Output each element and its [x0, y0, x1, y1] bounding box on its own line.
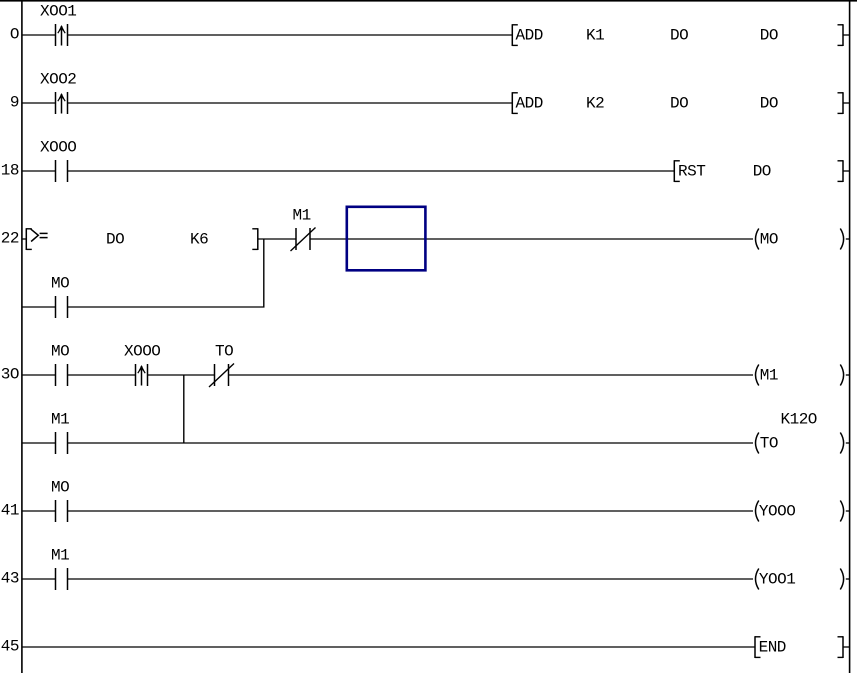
- svg-text:XOOO: XOOO: [124, 343, 160, 361]
- svg-text:MO: MO: [51, 479, 69, 497]
- svg-text:3O: 3O: [1, 366, 19, 384]
- svg-text:M1: M1: [51, 411, 69, 429]
- svg-text:M1: M1: [293, 207, 311, 225]
- svg-text:K6: K6: [190, 231, 208, 249]
- svg-text:K12O: K12O: [781, 411, 817, 429]
- svg-text:DO: DO: [753, 163, 771, 181]
- svg-text:ADD: ADD: [516, 27, 543, 45]
- svg-text:TO: TO: [760, 435, 778, 453]
- svg-text:18: 18: [1, 162, 19, 180]
- svg-text:MO: MO: [760, 231, 778, 249]
- svg-text:END: END: [759, 639, 786, 657]
- svg-text:ADD: ADD: [516, 95, 543, 113]
- svg-text:K2: K2: [586, 95, 604, 113]
- svg-text:XOOO: XOOO: [40, 139, 76, 157]
- svg-text:XOO1: XOO1: [40, 3, 76, 21]
- svg-text:DO: DO: [760, 27, 778, 45]
- svg-text:DO: DO: [760, 95, 778, 113]
- svg-text:43: 43: [1, 570, 19, 588]
- svg-text:TO: TO: [215, 343, 233, 361]
- svg-text:DO: DO: [106, 231, 124, 249]
- svg-text:M1: M1: [760, 367, 778, 385]
- svg-text:DO: DO: [670, 95, 688, 113]
- svg-text:XOO2: XOO2: [40, 71, 76, 89]
- svg-text:22: 22: [1, 230, 19, 248]
- svg-text:45: 45: [1, 638, 19, 656]
- svg-text:41: 41: [1, 502, 19, 520]
- svg-text:O: O: [10, 26, 19, 44]
- svg-text:K1: K1: [586, 27, 604, 45]
- svg-text:DO: DO: [670, 27, 688, 45]
- svg-text:MO: MO: [51, 275, 69, 293]
- svg-text:RST: RST: [678, 163, 705, 181]
- svg-text:M1: M1: [51, 547, 69, 565]
- svg-text:YOOO: YOOO: [759, 503, 795, 521]
- svg-text:YOO1: YOO1: [759, 571, 795, 589]
- svg-text:MO: MO: [51, 343, 69, 361]
- svg-text:9: 9: [10, 94, 19, 112]
